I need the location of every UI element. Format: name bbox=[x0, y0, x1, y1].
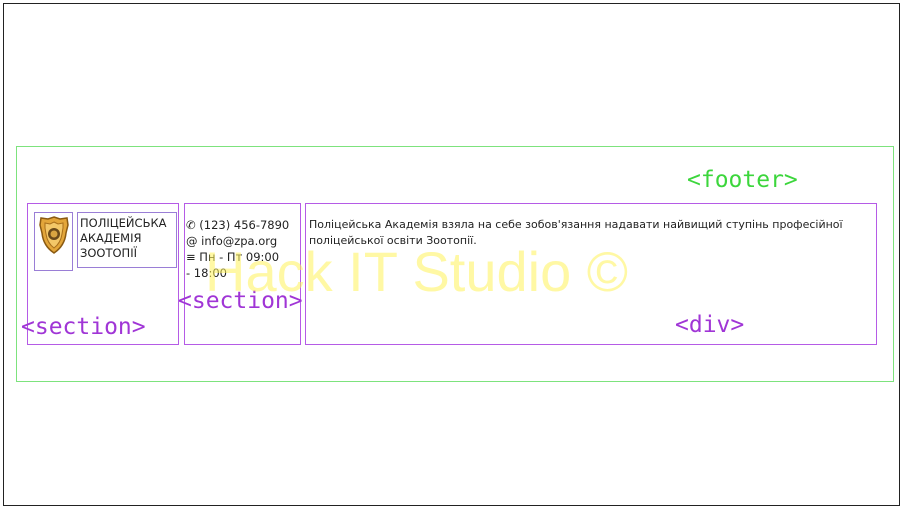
section-tag-label: <section> bbox=[21, 314, 146, 340]
hours-row-cont: - 18:00 bbox=[186, 266, 227, 280]
phone-row[interactable]: ✆ (123) 456-7890 bbox=[186, 217, 289, 233]
email-row[interactable]: @ info@zpa.org bbox=[186, 233, 289, 249]
logo-image-outline bbox=[34, 212, 73, 271]
logo-section-outline bbox=[27, 203, 179, 345]
at-icon: @ bbox=[186, 234, 198, 248]
email-text: info@zpa.org bbox=[201, 234, 278, 248]
description-div-outline bbox=[305, 203, 877, 345]
police-badge-icon bbox=[39, 216, 69, 254]
section-tag-label: <section> bbox=[178, 288, 303, 314]
academy-name-outline: ПОЛІЦЕЙСЬКА АКАДЕМІЯ ЗООТОПІЇ bbox=[77, 212, 177, 268]
menu-icon: ≡ bbox=[186, 250, 196, 264]
phone-icon: ✆ bbox=[186, 218, 196, 232]
hours-text: Пн - Пт 09:00 bbox=[199, 250, 280, 264]
academy-name-line: ПОЛІЦЕЙСЬКА bbox=[80, 216, 167, 230]
academy-name: ПОЛІЦЕЙСЬКА АКАДЕМІЯ ЗООТОПІЇ bbox=[80, 216, 176, 261]
div-tag-label: <div> bbox=[675, 312, 745, 338]
hours-row: ≡ Пн - Пт 09:00 bbox=[186, 249, 289, 265]
contacts-list: ✆ (123) 456-7890 @ info@zpa.org ≡ Пн - П… bbox=[186, 217, 289, 281]
footer-outline bbox=[16, 146, 894, 382]
phone-text: (123) 456-7890 bbox=[199, 218, 290, 232]
canvas-frame bbox=[3, 3, 900, 506]
academy-name-line: АКАДЕМІЯ bbox=[80, 231, 142, 245]
academy-description: Поліцейська Академія взяла на себе зобов… bbox=[309, 218, 843, 247]
footer-tag-label: <footer> bbox=[687, 167, 798, 193]
contacts-section-outline bbox=[184, 203, 301, 345]
academy-name-line: ЗООТОПІЇ bbox=[80, 246, 137, 260]
